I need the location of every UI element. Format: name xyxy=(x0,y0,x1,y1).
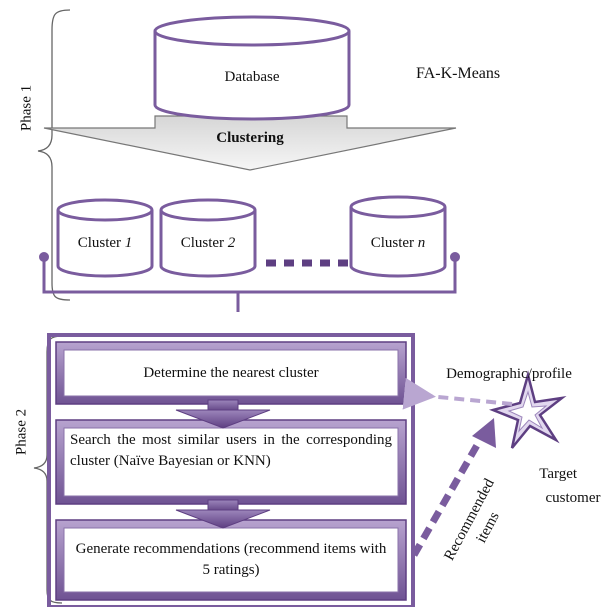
step-2-text: Search the most similar users in the cor… xyxy=(70,432,392,469)
cluster-n-cylinder: Cluster n xyxy=(349,195,447,278)
phase2-label: Phase 2 xyxy=(13,409,29,455)
clustering-label: Clustering xyxy=(216,130,284,146)
step-1-box xyxy=(55,341,407,405)
demographic-label: Demographic/profile xyxy=(446,366,572,382)
database-label: Database xyxy=(225,69,280,85)
phase1-label: Phase 1 xyxy=(18,85,34,131)
phase2-frame xyxy=(47,333,415,607)
step-3-box xyxy=(55,519,407,601)
clusters-bracket xyxy=(39,252,460,312)
recommended-items-arrow xyxy=(410,418,496,557)
cluster-1-cylinder: Cluster 1 xyxy=(56,198,154,278)
database-cylinder: Database xyxy=(153,15,351,121)
method-label: FA-K-Means xyxy=(416,65,500,82)
cluster-n-label: Cluster n xyxy=(371,235,426,251)
step-2-to-3-connector xyxy=(175,499,271,529)
step-1-text: Determine the nearest cluster xyxy=(143,365,319,381)
cluster-2-label: Cluster 2 xyxy=(181,235,236,251)
demographic-arrow xyxy=(402,377,513,410)
target-customer-star-icon xyxy=(488,370,567,449)
step-1-to-2-connector xyxy=(175,399,271,429)
step-3-text: Generate recommendations (recommend item… xyxy=(75,541,387,578)
clustering-arrow: Clustering xyxy=(43,115,457,171)
cluster-1-label: Cluster 1 xyxy=(78,235,133,251)
step-2-box xyxy=(55,419,407,505)
target-customer-label: Target customer xyxy=(539,466,600,506)
cluster-2-cylinder: Cluster 2 xyxy=(159,198,257,278)
